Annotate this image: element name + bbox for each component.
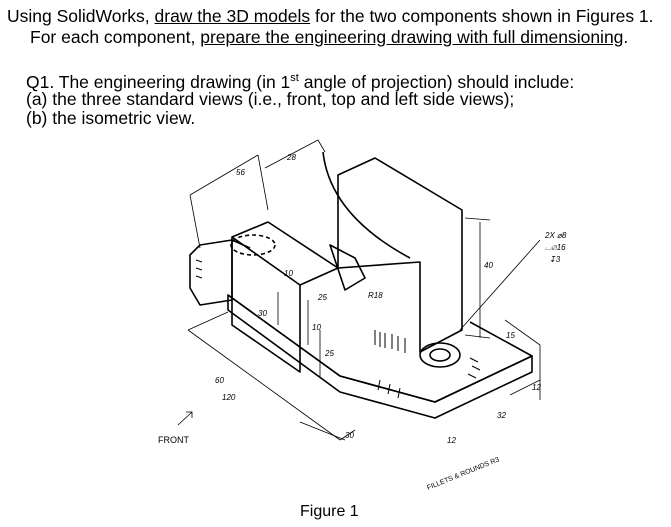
title-text: Using SolidWorks, — [7, 6, 155, 26]
dim-10b: 10 — [312, 323, 321, 332]
title-period: . — [623, 27, 629, 47]
title-line-1: Using SolidWorks, draw the 3D models for… — [7, 6, 654, 26]
question-1: Q1. The engineering drawing (in 1st angl… — [26, 68, 574, 92]
upright-block — [231, 221, 339, 373]
figure-caption: Figure 1 — [300, 503, 359, 520]
dim-12a: 12 — [532, 383, 541, 392]
dim-12b: 12 — [447, 436, 456, 445]
dim-line-28 — [264, 139, 326, 169]
dim-10a: 10 — [284, 269, 293, 278]
dim-25a: 25 — [317, 293, 327, 302]
dim-r18: R18 — [368, 291, 383, 300]
q1-text: Q1. The engineering drawing (in 1 — [26, 71, 291, 92]
hole-callout-line-1: 2X ⌀8 — [544, 231, 567, 240]
base-plate-top — [227, 294, 533, 403]
dim-60: 60 — [215, 376, 224, 385]
fillet-hatching — [195, 259, 481, 399]
dim-line-30b — [299, 421, 346, 441]
title-underlined-1: draw the 3D models — [154, 6, 311, 26]
dim-line-56 — [189, 154, 269, 249]
q1-superscript: st — [290, 72, 299, 84]
item-a-text: (a) the three standard views (i.e., fron… — [26, 89, 515, 109]
slot-cut — [329, 244, 366, 291]
q1-text-end: angle of projection) should include: — [298, 71, 575, 92]
cylinder-cut-arc — [322, 151, 411, 259]
hole-callout-line-2: ⌴⌀16 — [545, 243, 566, 252]
title-line-2: For each component, prepare the engineer… — [30, 27, 628, 47]
title-underlined-2: prepare the engineering drawing with ful… — [200, 27, 624, 47]
dim-line-vertical-left — [277, 292, 321, 378]
counterbore-inner — [429, 348, 451, 362]
dim-line-120 — [187, 311, 356, 441]
front-arrow — [177, 411, 193, 426]
dim-30a: 30 — [258, 309, 267, 318]
counterbore-outer — [419, 342, 461, 368]
question-item-a: (a) the three standard views (i.e., fron… — [26, 89, 514, 109]
dim-30b: 30 — [345, 431, 354, 440]
dim-120: 120 — [222, 393, 236, 402]
front-label: FRONT — [158, 435, 189, 445]
base-plate-outline — [227, 294, 533, 419]
dim-28: 28 — [286, 153, 296, 162]
dim-40: 40 — [484, 261, 493, 270]
left-boss — [189, 239, 251, 306]
question-item-b: (b) the isometric view. — [26, 108, 195, 128]
callout-leader — [459, 239, 541, 331]
hole-callout-line-3: ↧3 — [549, 255, 561, 264]
dim-line-15-12 — [504, 319, 541, 400]
right-block — [337, 157, 463, 353]
title-text-2: For each component, — [30, 27, 201, 47]
title-text-end: for the two components shown in Figures … — [310, 6, 654, 26]
dim-32: 32 — [497, 411, 506, 420]
dim-25b: 25 — [324, 349, 334, 358]
dim-15: 15 — [506, 331, 515, 340]
dim-line-40 — [464, 217, 491, 339]
dim-56: 56 — [236, 168, 245, 177]
top-hole-hidden — [230, 234, 276, 256]
fillets-note: FILLETS & ROUNDS R3 — [426, 456, 500, 492]
item-b-text: (b) the isometric view. — [26, 108, 196, 128]
